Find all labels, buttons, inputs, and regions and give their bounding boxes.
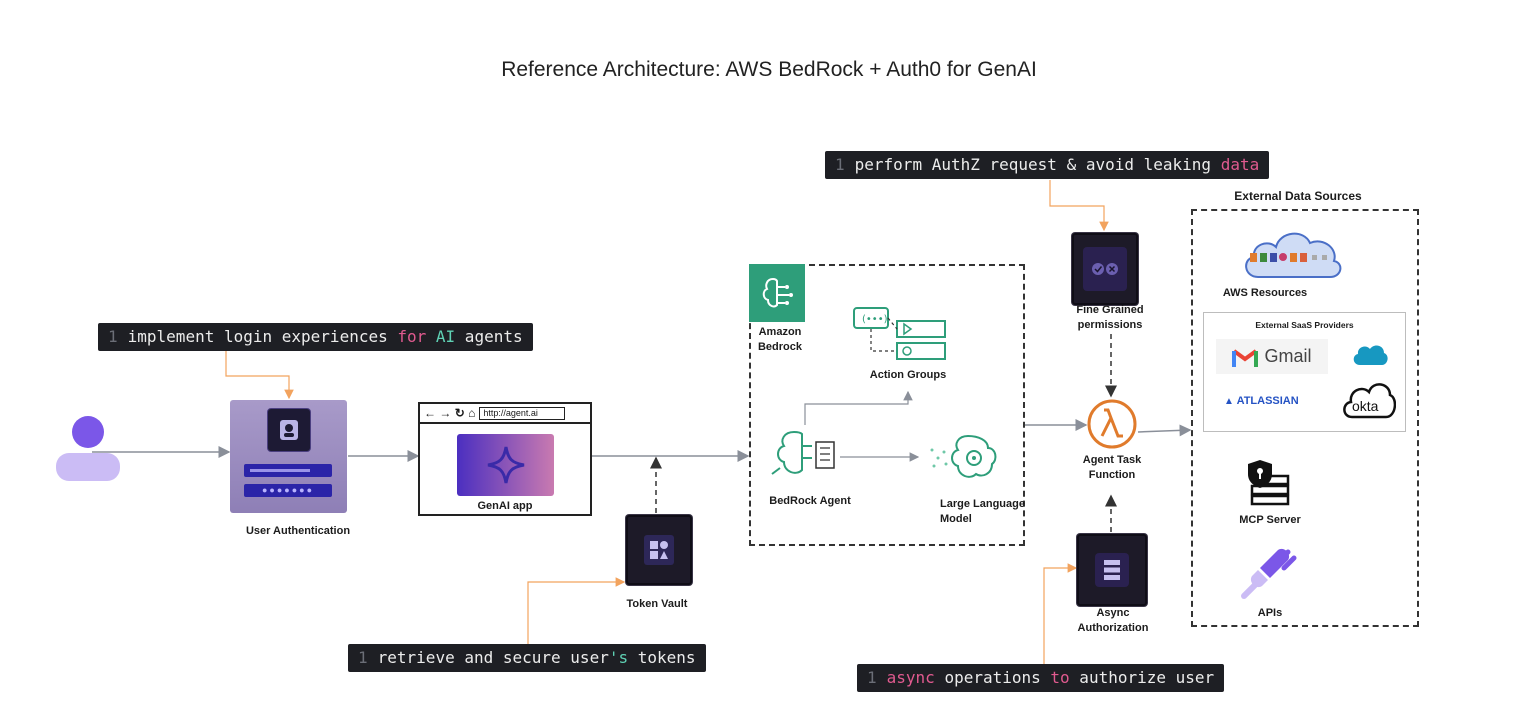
label-line: Fine Grained — [1076, 304, 1144, 316]
label-line: Amazon — [758, 326, 802, 338]
note-text: tokens — [628, 648, 696, 667]
gmail-text: Gmail — [1264, 346, 1312, 366]
back-icon: ← — [424, 406, 436, 420]
user-authentication-label: User Authentication — [245, 525, 351, 537]
forward-icon: → — [439, 406, 452, 420]
mcp-server-label: MCP Server — [1239, 514, 1301, 526]
username-field — [244, 464, 332, 477]
fine-grained-label: Fine Grained permissions — [1060, 303, 1160, 333]
label-line: Agent Task — [1082, 454, 1142, 466]
salesforce-cloud-icon — [1352, 341, 1388, 367]
cloud-icon — [1240, 225, 1344, 281]
saas-providers-box: External SaaS Providers Gmail ▲ ATLASSIA… — [1203, 312, 1406, 432]
bedrock-agent-label: BedRock Agent — [769, 495, 851, 507]
note-authz: 1 perform AuthZ request & avoid leaking d… — [825, 151, 1270, 179]
okta-cloud-icon — [1343, 383, 1397, 419]
line-number: 1 — [835, 155, 845, 174]
note-text — [426, 327, 436, 346]
lock-icon — [267, 408, 311, 452]
async-authorization-label: Async Authorization — [1077, 607, 1149, 634]
atlassian-mark-icon: ▲ — [1224, 396, 1234, 407]
browser-url: http://agent.ai — [479, 406, 566, 420]
note-text: authorize user — [1069, 668, 1215, 687]
external-data-sources-group — [1191, 209, 1419, 627]
label-line: permissions — [1077, 319, 1143, 331]
okta-text: okta — [1352, 398, 1379, 414]
agent-icon — [770, 428, 840, 480]
vault-icon — [626, 515, 692, 585]
page-title: Reference Architecture: AWS BedRock + Au… — [501, 58, 1037, 81]
note-text: operations — [934, 668, 1051, 687]
action-groups-label: Action Groups — [869, 369, 947, 381]
note-keyword: to — [1050, 668, 1070, 687]
token-vault-label: Token Vault — [626, 598, 688, 610]
note-text: perform AuthZ request & avoid leaking — [854, 155, 1221, 174]
permissions-icon — [1072, 233, 1138, 305]
note-tokens: 1 retrieve and secure user's tokens — [348, 644, 706, 672]
note-keyword: for — [397, 327, 427, 346]
note-text: implement login experiences — [127, 327, 398, 346]
note-async: 1 async operations to authorize user — [857, 664, 1225, 692]
server-shield-icon — [1244, 460, 1292, 506]
line-number: 1 — [108, 327, 118, 346]
password-field: ●●●●●●● — [244, 484, 332, 497]
atlassian-logo: ▲ ATLASSIAN — [1224, 395, 1299, 407]
genai-app-label: GenAI app — [477, 500, 533, 512]
user-authentication-card: ●●●●●●● — [230, 400, 347, 513]
action-groups-icon: (•••) — [853, 305, 947, 363]
reload-icon: ↻ — [454, 406, 465, 420]
home-icon: ⌂ — [468, 406, 476, 420]
browser-toolbar: ← → ↻ ⌂ http://agent.ai — [420, 404, 590, 424]
note-text: retrieve and secure user — [377, 648, 609, 667]
aws-resources-label: AWS Resources — [1222, 287, 1308, 299]
atlassian-text: ATLASSIAN — [1236, 395, 1299, 407]
svg-text:(•••): (•••) — [862, 314, 888, 325]
amazon-bedrock-group — [749, 264, 1025, 546]
async-auth-icon — [1077, 534, 1147, 606]
gmail-logo: Gmail — [1216, 339, 1328, 374]
okta-logo: okta — [1342, 377, 1397, 421]
brain-icon — [749, 264, 805, 322]
line-number: 1 — [358, 648, 368, 667]
saas-title: External SaaS Providers — [1255, 320, 1354, 330]
label-line: Function — [1088, 469, 1136, 481]
lambda-icon — [1086, 398, 1138, 450]
note-keyword: AI — [435, 327, 456, 346]
label-line: Bedrock — [757, 341, 803, 353]
note-keyword: data — [1220, 155, 1260, 174]
user-icon — [55, 415, 121, 483]
genai-app-window: ← → ↻ ⌂ http://agent.ai GenAI app — [418, 402, 592, 516]
note-login: 1 implement login experiences for AI agen… — [98, 323, 533, 351]
sparkle-icon — [457, 434, 554, 496]
external-sources-title: External Data Sources — [1234, 189, 1362, 203]
note-keyword: async — [886, 668, 935, 687]
llm-icon — [928, 432, 998, 486]
note-text: agents — [455, 327, 523, 346]
apis-label: APIs — [1257, 607, 1283, 619]
note-keyword: 's — [608, 648, 629, 667]
line-number: 1 — [867, 668, 877, 687]
plug-icon — [1238, 542, 1298, 600]
gmail-icon — [1232, 348, 1259, 367]
label-line: Model — [940, 513, 972, 525]
label-line: Large Language — [940, 498, 1025, 510]
